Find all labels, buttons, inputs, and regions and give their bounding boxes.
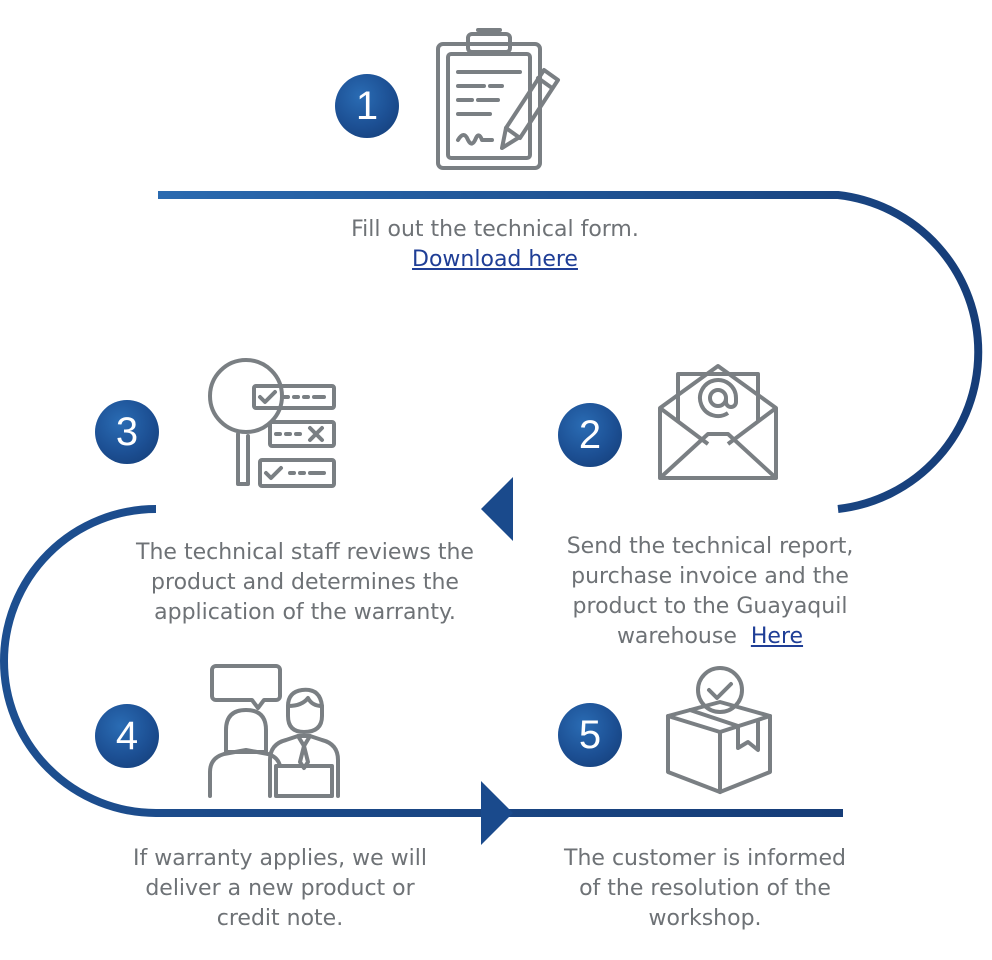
step-1-description: Fill out the technical form.	[351, 217, 639, 242]
step-2-text: Send the technical report, purchase invo…	[540, 532, 880, 652]
step-5-line-3: workshop.	[648, 906, 762, 931]
step-3-badge: 3	[95, 400, 159, 464]
step-3-line-1: The technical staff reviews the	[136, 540, 474, 565]
step-5-badge: 5	[558, 703, 622, 767]
step-2-badge: 2	[558, 403, 622, 467]
box-checkmark-icon	[666, 666, 772, 794]
step-2-line-3: product to the Guayaquil	[572, 594, 848, 619]
right-arrow-icon	[481, 781, 513, 845]
here-link[interactable]: Here	[750, 624, 804, 649]
step-4-line-3: credit note.	[216, 906, 344, 931]
step-2-line-2: purchase invoice and the	[571, 564, 849, 589]
step-3-line-2: product and determines the	[151, 570, 459, 595]
step-4-line-1: If warranty applies, we will	[133, 846, 427, 871]
magnifier-checklist-icon	[208, 358, 336, 488]
step-5-line-2: of the resolution of the	[579, 876, 831, 901]
email-envelope-icon	[658, 364, 778, 480]
step-4-text: If warranty applies, we will deliver a n…	[100, 844, 460, 934]
step-1-text: Fill out the technical form. Download he…	[300, 215, 690, 275]
customer-service-icon	[208, 664, 340, 798]
step-4-line-2: deliver a new product or	[145, 876, 415, 901]
step-3-line-3: application of the warranty.	[154, 600, 456, 625]
step-1-badge: 1	[335, 74, 399, 138]
step-2-line-4: warehouse	[616, 624, 737, 649]
step-4-badge: 4	[95, 704, 159, 768]
step-2-line-1: Send the technical report,	[566, 534, 854, 559]
download-here-link[interactable]: Download here	[412, 247, 578, 272]
step-3-text: The technical staff reviews the product …	[110, 538, 500, 628]
step-5-line-1: The customer is informed	[564, 846, 846, 871]
step-5-text: The customer is informed of the resoluti…	[530, 844, 880, 934]
clipboard-pen-icon	[436, 28, 560, 170]
left-arrow-icon	[481, 477, 513, 541]
